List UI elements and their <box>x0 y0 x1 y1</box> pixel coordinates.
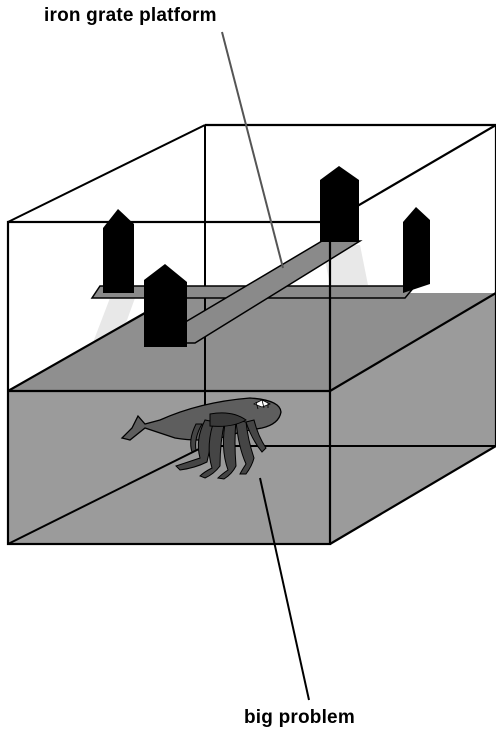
leader-line-top <box>222 32 283 268</box>
pillar-icon <box>144 264 187 347</box>
pillar-icon <box>403 207 430 293</box>
pillar-icon <box>320 166 359 242</box>
